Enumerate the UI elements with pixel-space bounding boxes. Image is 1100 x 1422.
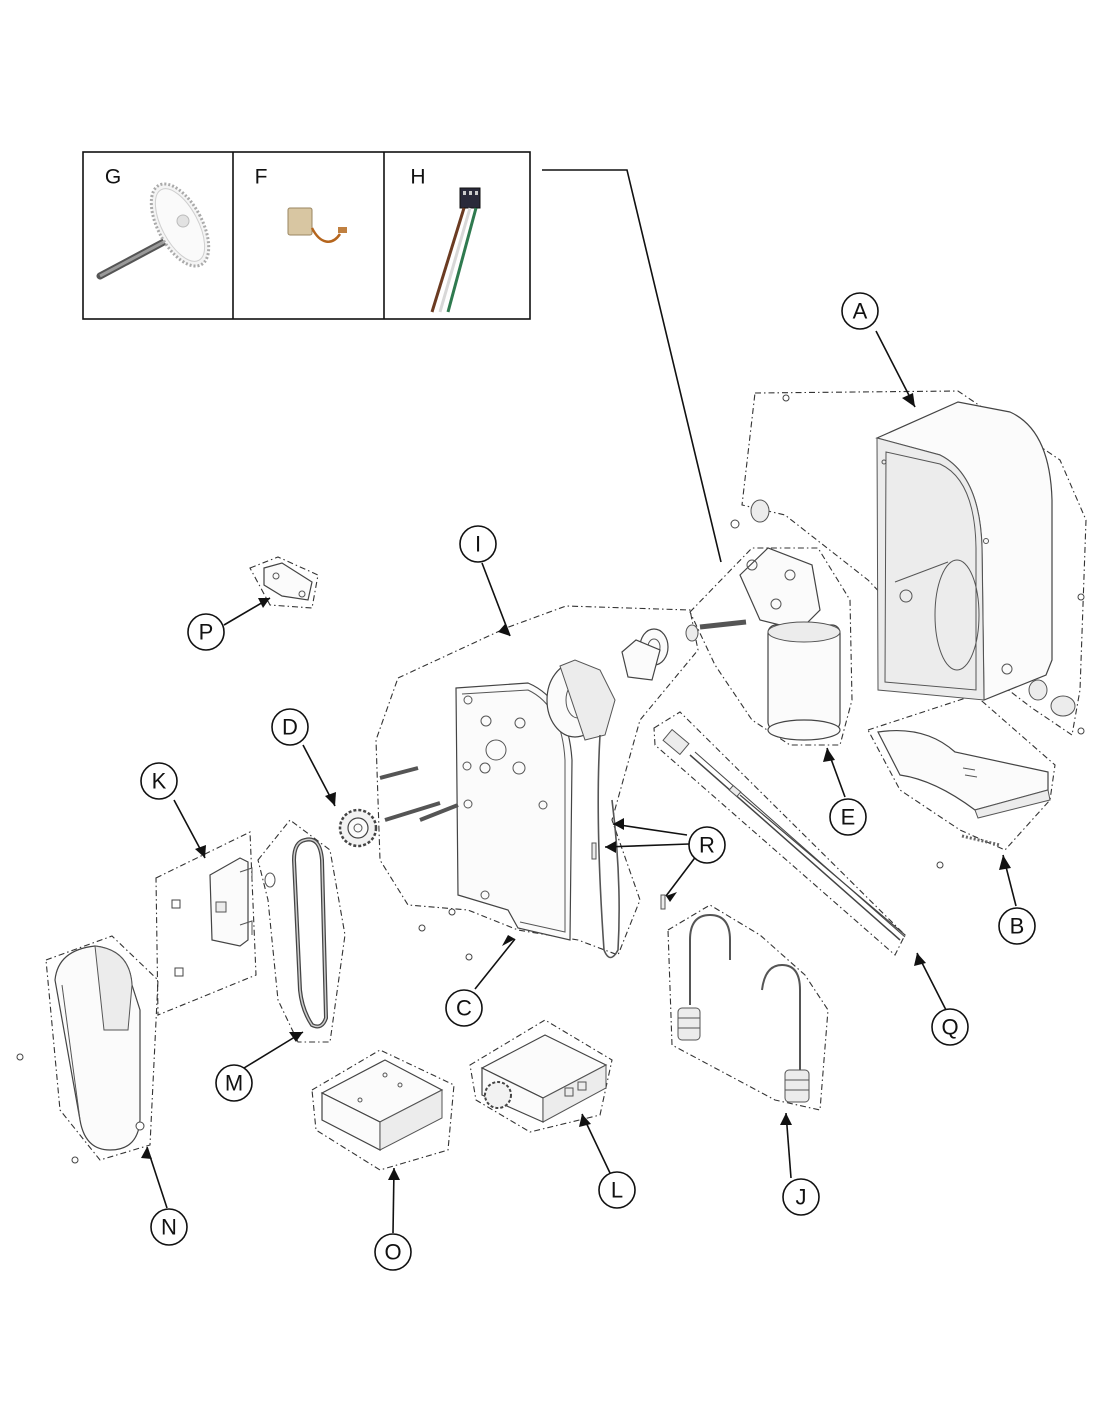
control-board-part[interactable] <box>480 1034 608 1123</box>
callout-label-i: I <box>475 532 481 557</box>
callout-i[interactable]: I <box>459 525 497 563</box>
callout-label-n: N <box>161 1215 177 1240</box>
leader-lines <box>146 330 1017 1234</box>
inset-label-h: H <box>410 166 425 189</box>
wire-assembly-part[interactable] <box>662 728 906 941</box>
bracket-part[interactable] <box>171 857 253 977</box>
inset-label-f: F <box>255 166 268 189</box>
callout-d[interactable]: D <box>271 708 309 746</box>
arrowheads <box>141 393 1011 1180</box>
group-outlines <box>45 390 1087 1171</box>
callout-k[interactable]: K <box>140 762 178 800</box>
gear-shaft-icon <box>96 182 211 280</box>
callout-label-l: L <box>611 1178 623 1203</box>
inset-panel-f[interactable]: F <box>255 166 347 243</box>
bottom-tray-part[interactable] <box>877 729 1051 869</box>
callout-n[interactable]: N <box>150 1208 188 1246</box>
callout-label-j: J <box>796 1185 807 1210</box>
callout-q[interactable]: Q <box>931 1008 969 1046</box>
inset-panel-h[interactable]: H <box>410 166 481 313</box>
callout-label-p: P <box>199 620 214 645</box>
callout-label-d: D <box>282 715 298 740</box>
callout-label-e: E <box>841 805 856 830</box>
callout-label-k: K <box>152 769 167 794</box>
motor-part[interactable] <box>699 547 841 741</box>
side-cover-part[interactable] <box>16 945 145 1164</box>
callout-e[interactable]: E <box>829 798 867 836</box>
callout-label-q: Q <box>941 1015 958 1040</box>
callout-a[interactable]: A <box>841 292 879 330</box>
callout-label-o: O <box>384 1240 401 1265</box>
callout-j[interactable]: J <box>782 1178 820 1216</box>
chain-part[interactable] <box>291 837 329 1029</box>
mounting-bolts <box>379 766 473 961</box>
callout-label-a: A <box>853 299 868 324</box>
callout-label-c: C <box>456 996 472 1021</box>
callout-p[interactable]: P <box>187 613 225 651</box>
box-housing-part[interactable] <box>320 1059 444 1151</box>
callout-l[interactable]: L <box>598 1171 636 1209</box>
cover-fittings <box>730 394 1085 735</box>
motor-brush-icon <box>287 207 347 243</box>
counterweight-part[interactable] <box>677 913 810 1103</box>
inset-panel-g[interactable]: G <box>96 166 221 280</box>
callout-label-m: M <box>225 1071 243 1096</box>
cable-drum-part[interactable] <box>546 659 666 959</box>
inset-box: G F H <box>82 151 531 320</box>
inset-label-g: G <box>105 166 121 189</box>
callout-r[interactable]: R <box>688 826 726 864</box>
wire-harness-icon <box>430 187 481 313</box>
sprocket-part[interactable] <box>264 808 378 888</box>
clamp-part[interactable] <box>263 562 313 601</box>
motor-fittings <box>621 624 699 681</box>
callout-c[interactable]: C <box>445 989 483 1027</box>
callout-m[interactable]: M <box>215 1064 253 1102</box>
callout-label-r: R <box>699 833 715 858</box>
inset-leader-line <box>542 169 722 563</box>
callout-label-b: B <box>1010 914 1025 939</box>
callout-o[interactable]: O <box>374 1233 412 1271</box>
callout-b[interactable]: B <box>998 907 1036 945</box>
cover-part[interactable] <box>875 401 1053 701</box>
